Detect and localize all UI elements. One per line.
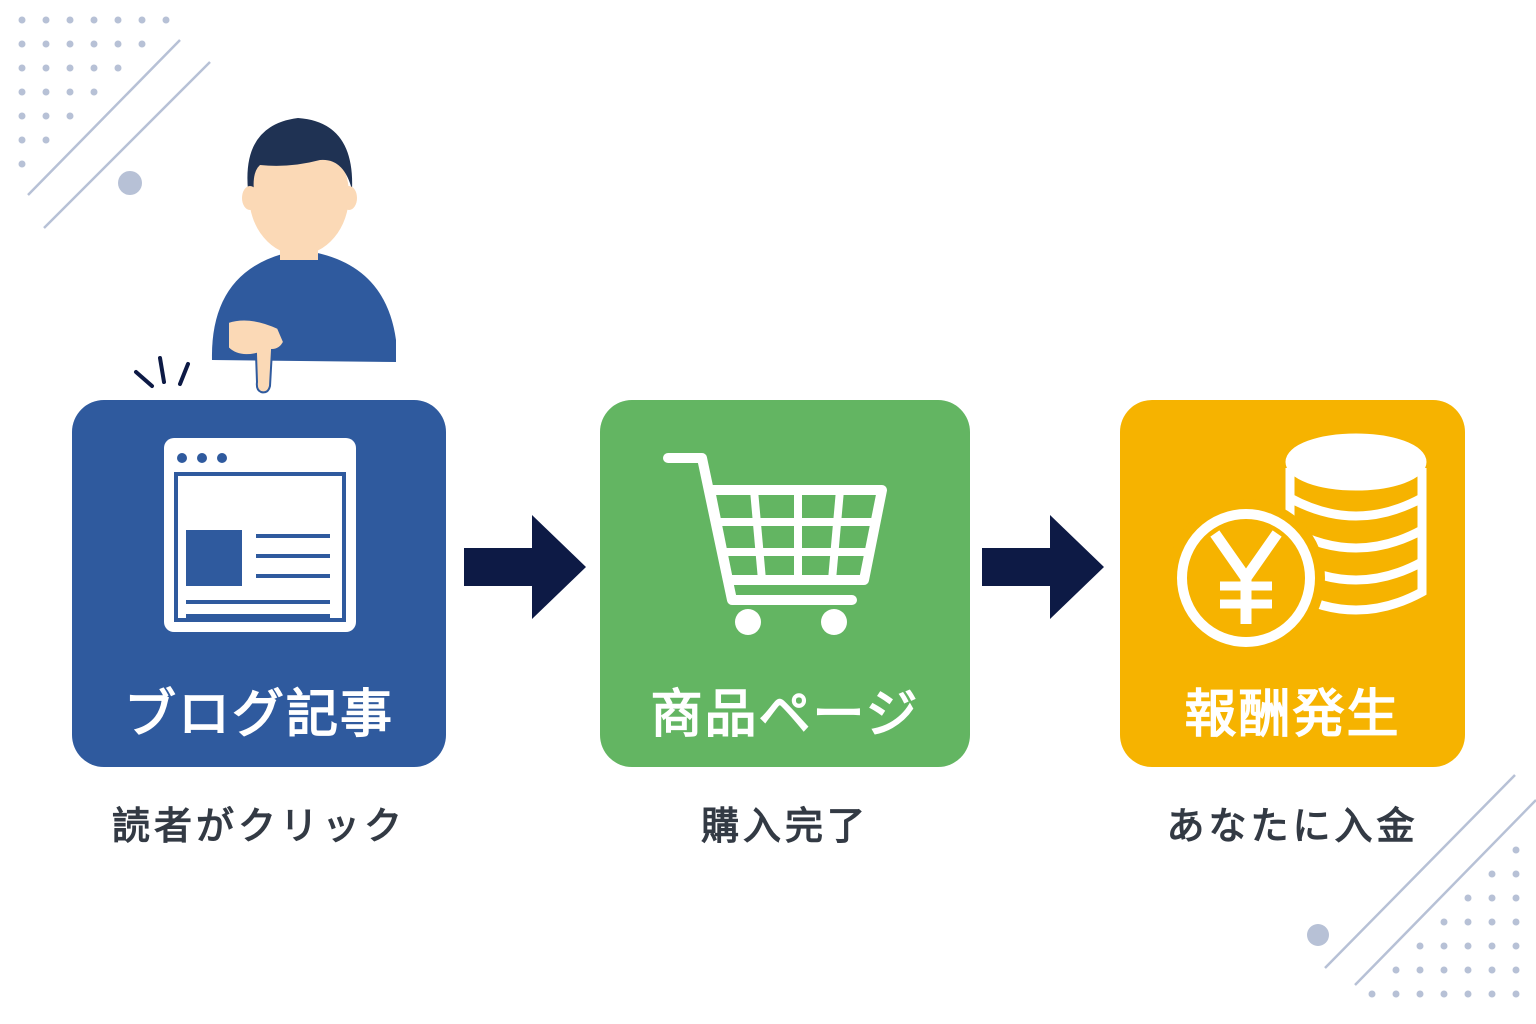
yen-coins-icon <box>1170 433 1427 657</box>
decor-dot <box>114 64 122 72</box>
decor-dot <box>1488 942 1496 950</box>
decor-dot <box>1488 966 1496 974</box>
decor-dot <box>1464 918 1472 926</box>
decor-dot <box>18 64 26 72</box>
decor-dot <box>1440 966 1448 974</box>
decor-dot <box>1464 894 1472 902</box>
step-title: 商品ページ <box>650 685 920 745</box>
decor-dot <box>66 40 74 48</box>
decor-dot <box>138 40 146 48</box>
decor-dot <box>1464 990 1472 998</box>
decor-dot <box>90 40 98 48</box>
decor-dot <box>1440 942 1448 950</box>
browser-window-icon <box>164 438 356 632</box>
decor-dot <box>1488 870 1496 878</box>
decor-dot <box>1512 894 1520 902</box>
decor-dot <box>90 16 98 24</box>
decor-dot <box>18 136 26 144</box>
decor-dot <box>18 16 26 24</box>
step-title: ブログ記事 <box>123 685 394 745</box>
decor-dot <box>90 64 98 72</box>
reader-person-icon <box>134 118 396 394</box>
decor-dot <box>1440 918 1448 926</box>
decor-dot <box>1392 990 1400 998</box>
decor-dot <box>18 40 26 48</box>
step-caption: 購入完了 <box>700 804 869 848</box>
decor-dot <box>42 64 50 72</box>
shopping-cart-icon <box>663 453 887 635</box>
decor-dot <box>1488 894 1496 902</box>
decor-dot <box>42 16 50 24</box>
decor-dot <box>162 16 170 24</box>
decor-dot <box>1464 966 1472 974</box>
decor-dot <box>1368 990 1376 998</box>
decor-dot <box>1512 966 1520 974</box>
arrow-right-icon <box>982 515 1104 619</box>
decor-dot <box>1416 942 1424 950</box>
decor-dot <box>66 112 74 120</box>
step-caption: あなたに入金 <box>1166 804 1419 848</box>
decor-dot <box>18 112 26 120</box>
decor-dot <box>1512 846 1520 854</box>
arrow-right-icon <box>464 515 586 619</box>
step-product-page: 商品ページ <box>600 400 970 767</box>
decor-dot <box>18 160 26 168</box>
decor-dot <box>42 40 50 48</box>
decor-dot <box>42 88 50 96</box>
step-blog-article: ブログ記事 <box>72 400 446 767</box>
decor-dot <box>1488 990 1496 998</box>
decor-dot <box>114 16 122 24</box>
decor-dot <box>66 88 74 96</box>
decor-dot <box>1488 918 1496 926</box>
step-title: 報酬発生 <box>1184 685 1401 745</box>
decor-dot <box>18 88 26 96</box>
decor-dot <box>66 16 74 24</box>
decor-dot <box>42 112 50 120</box>
decor-dot <box>1464 942 1472 950</box>
decor-dot <box>1512 990 1520 998</box>
step-caption: 読者がクリック <box>111 804 406 848</box>
decor-dot <box>114 40 122 48</box>
decor-dot <box>1416 990 1424 998</box>
decor-dot <box>1512 918 1520 926</box>
decor-dot <box>1512 942 1520 950</box>
step-reward: 報酬発生 <box>1120 400 1465 767</box>
decor-dot <box>66 64 74 72</box>
decor-dot <box>42 136 50 144</box>
decor-dot <box>90 88 98 96</box>
decor-dot <box>1392 966 1400 974</box>
decor-dot <box>1416 966 1424 974</box>
decor-dot <box>138 16 146 24</box>
decor-dot <box>1512 870 1520 878</box>
decor-dot <box>1440 990 1448 998</box>
